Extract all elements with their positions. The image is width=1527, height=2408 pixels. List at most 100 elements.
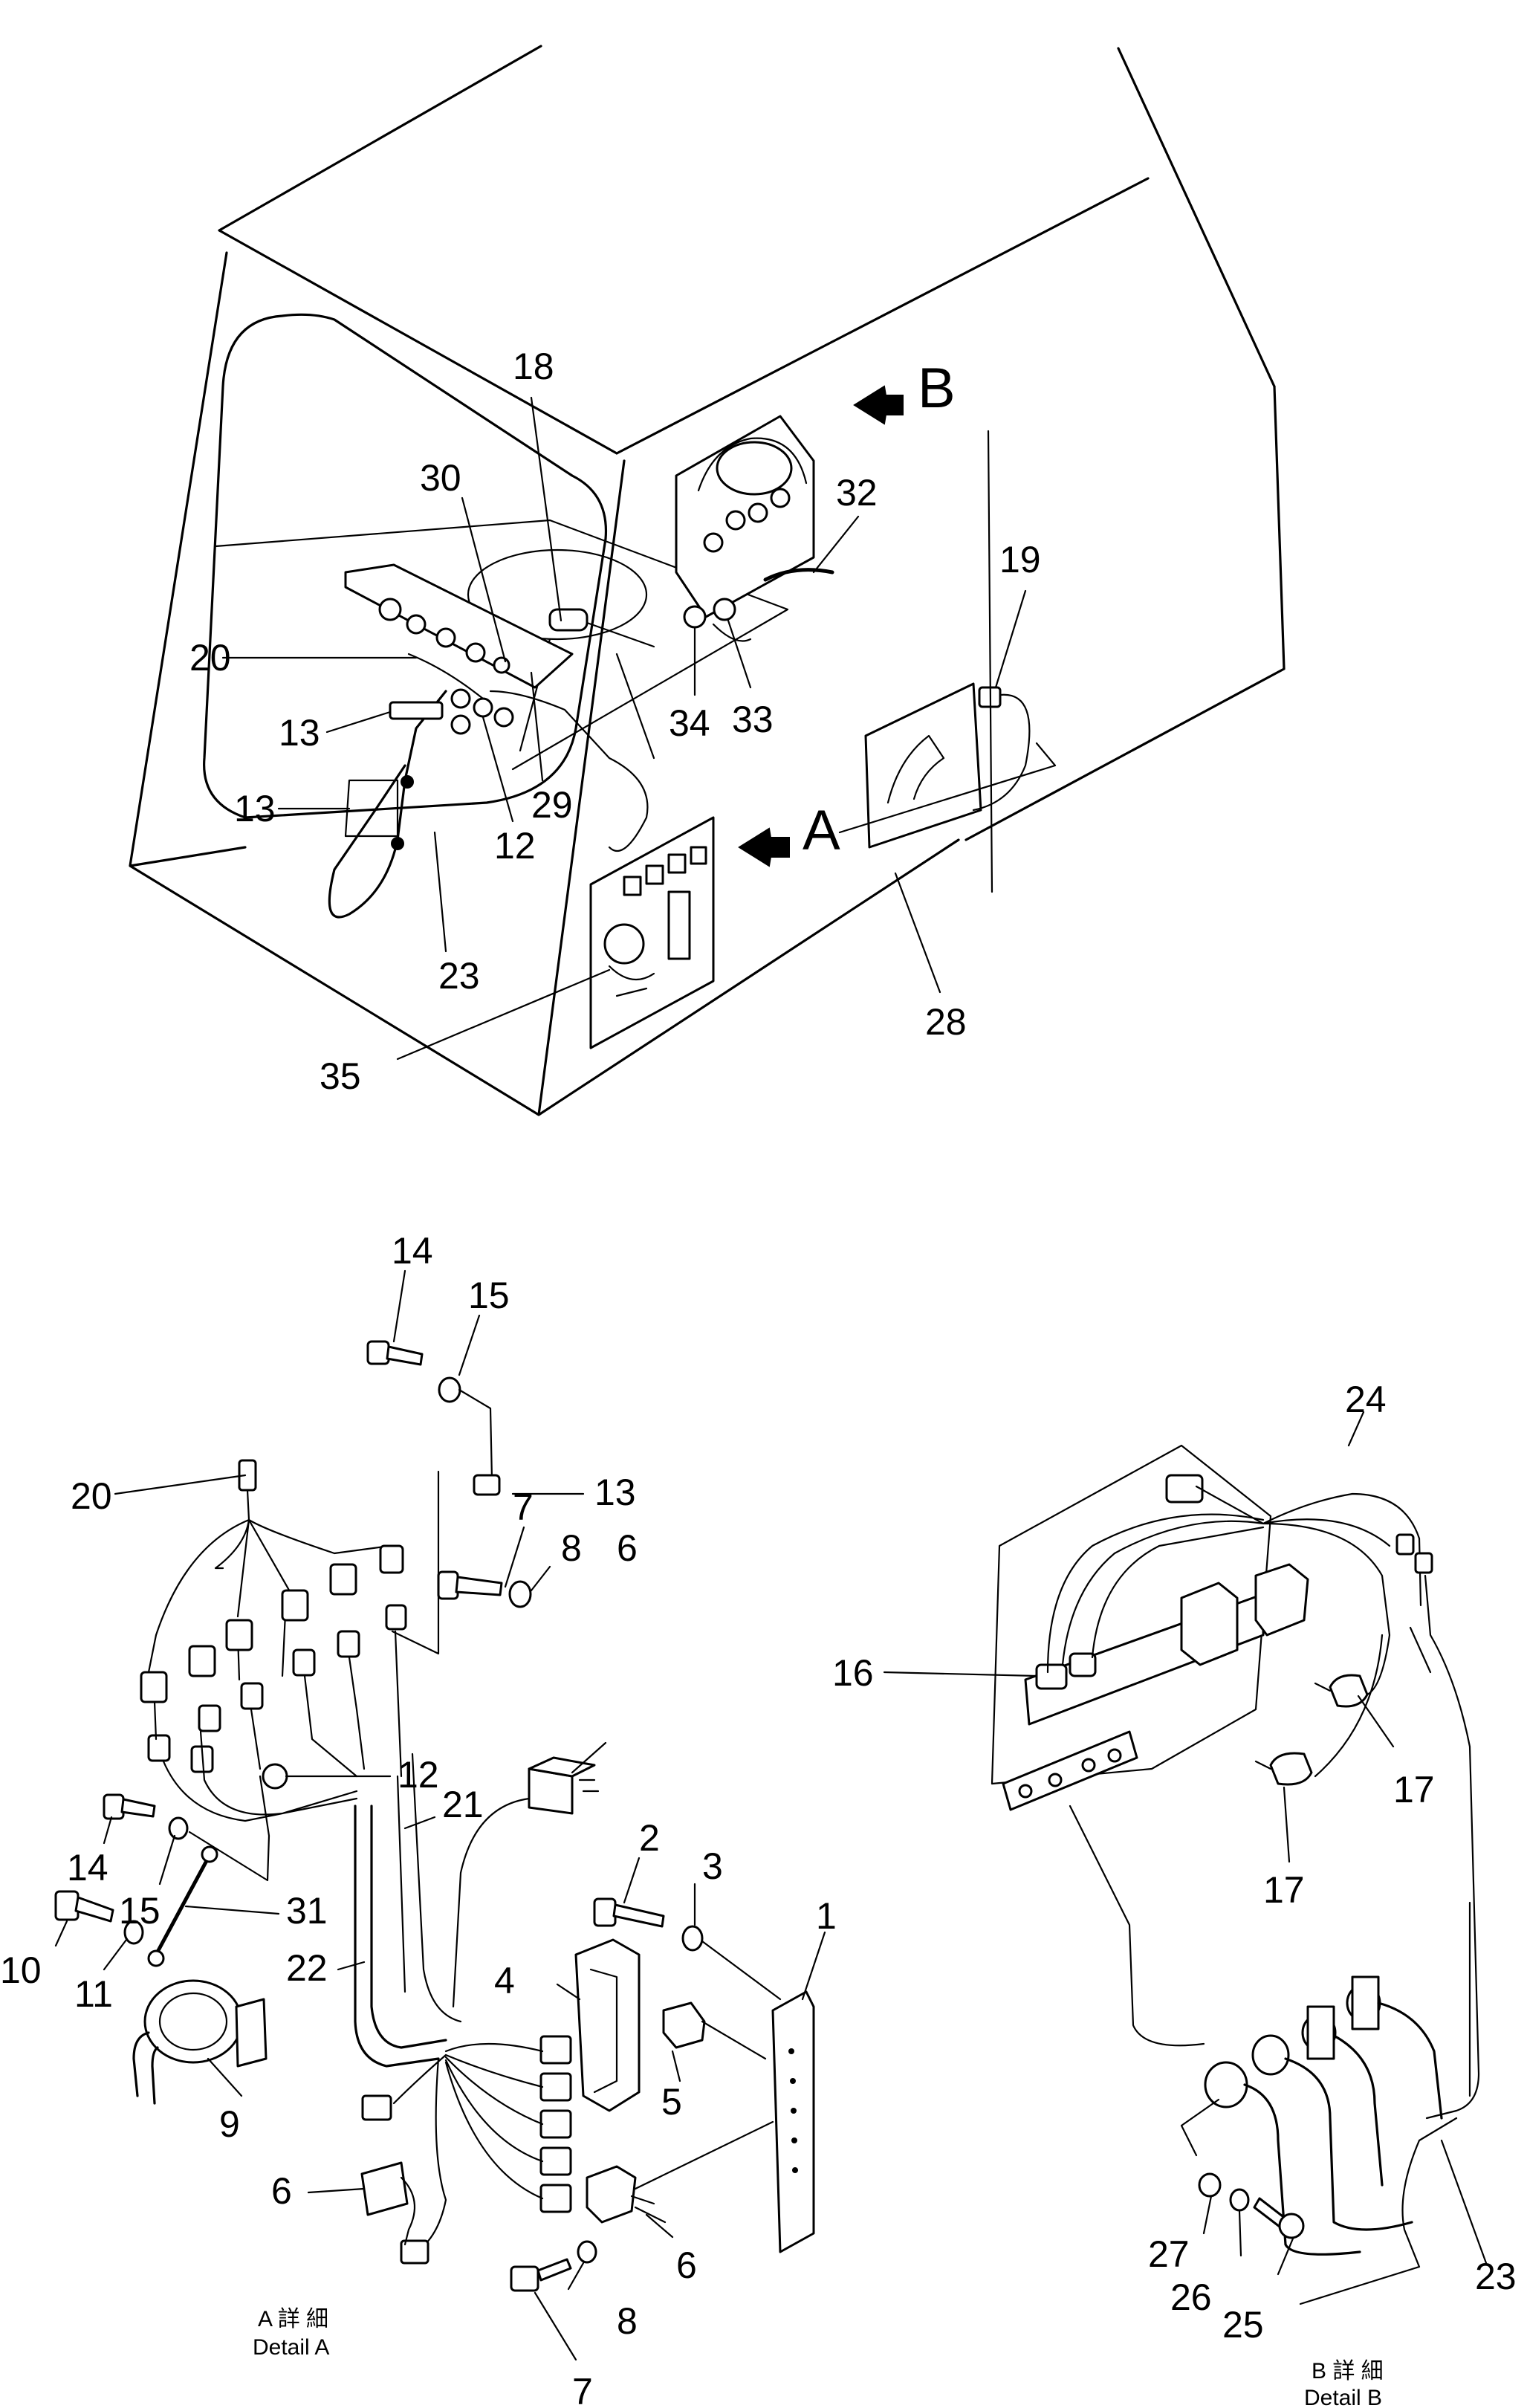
bracket-13 (344, 779, 399, 838)
bolt-10-head (54, 1890, 80, 1921)
bracket-1-holes (788, 2048, 798, 2173)
callout-13-upper: 13 (279, 712, 320, 754)
bolt-10-shank (74, 1896, 114, 1923)
callout-15-lower: 15 (119, 1890, 161, 1932)
arrow-b (853, 385, 904, 425)
harness-23-loop (328, 690, 447, 919)
connector-24-small (1395, 1533, 1415, 1556)
relay-6-lower-tab (630, 2195, 667, 2224)
callout-12-detail: 12 (398, 1754, 439, 1796)
washer-8-upper (508, 1580, 532, 1608)
leader-lines-detail-a (54, 1269, 826, 2361)
cab-window (203, 313, 608, 819)
bolt-14-lower-head (103, 1793, 125, 1820)
key-wire (586, 621, 655, 648)
callout-26: 26 (1170, 2276, 1212, 2318)
valve-16-fitting (1035, 1663, 1068, 1690)
callout-11: 11 (74, 1973, 113, 2015)
bolt-14-head (366, 1340, 390, 1365)
switch-17-stems (1254, 1682, 1332, 1770)
connector-cluster-12 (450, 688, 514, 735)
callout-1: 1 (816, 1895, 837, 1937)
callout-2: 2 (639, 1817, 660, 1859)
centerline-13 (391, 1388, 493, 1655)
callout-16: 16 (832, 1652, 874, 1694)
key-switch-18 (548, 608, 589, 632)
callout-13-detail: 13 (594, 1472, 636, 1513)
callout-34: 34 (669, 702, 710, 744)
switch-17-lower (1269, 1752, 1313, 1786)
harness-down-b (1069, 1805, 1205, 2047)
console-lever (886, 734, 945, 804)
callout-28: 28 (925, 1001, 967, 1043)
connectors-20 (140, 1544, 407, 1773)
washer-15-lower (168, 1816, 189, 1840)
callout-3: 3 (702, 1845, 723, 1887)
connector-33 (713, 598, 736, 621)
callout-14-top: 14 (392, 1230, 433, 1272)
callout-9: 9 (219, 2103, 240, 2145)
harness-23-run (1299, 1574, 1480, 2305)
washer-15 (438, 1376, 461, 1403)
callout-14-lower: 14 (67, 1847, 108, 1888)
bolt-14-lower-shank (120, 1798, 156, 1818)
bolt-7-upper-shank (455, 1576, 503, 1596)
harness-20-main-run (153, 1630, 403, 1822)
cover-4-inner (589, 1968, 618, 2094)
detail-a-view: 14 15 13 20 7 8 6 12 21 14 15 31 10 11 2… (0, 1230, 837, 2408)
callout-23-main: 23 (438, 955, 480, 997)
callout-15-top: 15 (468, 1275, 510, 1316)
strap-31-end-a (147, 1949, 165, 1967)
callout-18: 18 (513, 346, 554, 387)
connector-leads (1243, 2001, 1443, 2256)
caption-detail-a-jp: A 詳 細 (258, 2307, 328, 2331)
switch-5 (662, 2001, 706, 2049)
valve-16-fitting-b (1069, 1652, 1097, 1677)
bulkhead-connectors (1204, 1975, 1381, 2108)
callout-6-upper: 6 (617, 1527, 638, 1569)
relay-6-left-wire (400, 2176, 416, 2246)
console-base (838, 742, 1057, 834)
harness-lower-wires (392, 2042, 544, 2253)
strap-31-end-b (201, 1845, 218, 1863)
callout-27: 27 (1148, 2233, 1190, 2275)
callout-35: 35 (320, 1055, 361, 1097)
callout-8-upper: 8 (561, 1527, 582, 1569)
caption-detail-b-en: Detail B (1304, 2386, 1382, 2408)
centerline-b-small (1180, 2098, 1220, 2157)
callout-21: 21 (442, 1784, 484, 1825)
callout-20: 20 (189, 637, 231, 679)
bolt-7-lower-shank (536, 2258, 572, 2282)
callout-10: 10 (0, 1949, 42, 1991)
callout-32: 32 (836, 472, 878, 514)
harness-20-wires (147, 1489, 392, 1681)
callout-17-upper: 17 (1393, 1769, 1435, 1810)
harness-24 (1046, 1485, 1422, 1778)
caption-detail-a-en: Detail A (253, 2335, 329, 2360)
callout-20-detail: 20 (71, 1475, 112, 1517)
callout-25: 25 (1222, 2304, 1264, 2346)
connector-13-top (389, 701, 444, 720)
connector-block-lower (539, 2035, 572, 2213)
connector-lower-bottom (400, 2239, 429, 2265)
cab-body (129, 251, 1286, 1116)
panel-b-lower-plate (1002, 1730, 1138, 1811)
centerline-1-relay (634, 2120, 774, 2190)
callout-13-lower: 13 (234, 788, 276, 829)
callout-17-lower: 17 (1263, 1869, 1305, 1911)
washer-11 (123, 1920, 144, 1945)
centerline-14-lower (188, 1775, 270, 1882)
relay-6-terminals (578, 1779, 600, 1793)
callout-6-left: 6 (271, 2170, 292, 2212)
cab-roof (218, 45, 1276, 455)
arrow-a (738, 827, 790, 867)
cab-assembly-view: 18 30 20 13 13 12 29 23 32 19 34 33 28 3… (129, 45, 1286, 1116)
valve-16-right (1254, 1563, 1309, 1637)
bolt-2-head (593, 1897, 617, 1927)
callout-24: 24 (1345, 1379, 1387, 1420)
hose-32 (763, 568, 834, 582)
washer-26 (1229, 2188, 1250, 2212)
callout-31: 31 (286, 1890, 328, 1932)
washer-8-lower (577, 2240, 597, 2264)
panel-a-components (603, 846, 707, 997)
